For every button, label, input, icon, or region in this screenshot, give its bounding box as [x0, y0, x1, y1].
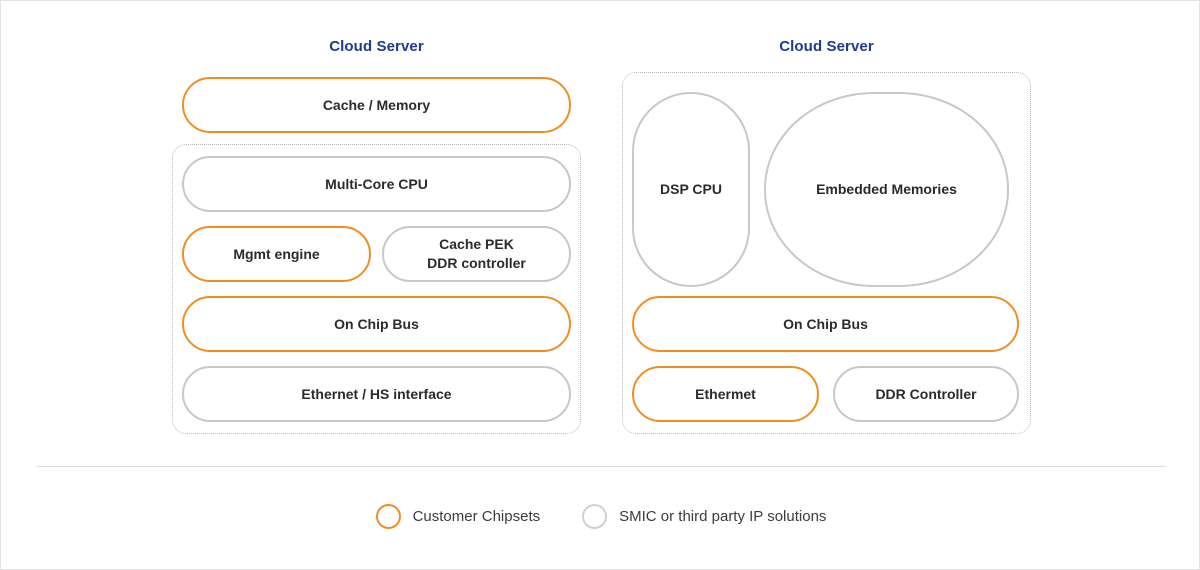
soc-group-left	[172, 144, 581, 434]
legend: Customer Chipsets SMIC or third party IP…	[1, 504, 1199, 529]
block-mgmt-engine: Mgmt engine	[182, 226, 371, 282]
block-cache-pek-line1: Cache PEK	[439, 236, 514, 253]
panel-title-left: Cloud Server	[329, 38, 424, 55]
block-cache-pek-line2: DDR controller	[427, 255, 526, 271]
circle-outline-orange-icon	[375, 504, 401, 529]
panel-title-right: Cloud Server	[779, 38, 874, 55]
section-divider	[37, 466, 1165, 467]
circle-outline-gray-icon	[582, 504, 608, 529]
legend-item-ip-solutions: SMIC or third party IP solutions	[582, 504, 826, 529]
legend-item-customer-chipsets: Customer Chipsets	[375, 504, 541, 529]
legend-label-ip-solutions: SMIC or third party IP solutions	[619, 508, 827, 525]
block-ethernet-hs-interface: Ethernet / HS interface	[182, 366, 571, 422]
block-ddr-controller: DDR Controller	[833, 366, 1019, 422]
soc-group-right	[622, 72, 1031, 434]
block-ethernet: Ethermet	[632, 366, 819, 422]
block-dsp-cpu: DSP CPU	[632, 92, 750, 287]
block-on-chip-bus-left: On Chip Bus	[182, 296, 571, 352]
block-on-chip-bus-right: On Chip Bus	[632, 296, 1019, 352]
block-cache-pek-ddr-controller: Cache PEK DDR controller	[382, 226, 571, 282]
block-cache-memory: Cache / Memory	[182, 77, 571, 133]
block-multi-core-cpu: Multi-Core CPU	[182, 156, 571, 212]
legend-label-customer-chipsets: Customer Chipsets	[412, 508, 541, 525]
block-embedded-memories: Embedded Memories	[764, 92, 1009, 287]
